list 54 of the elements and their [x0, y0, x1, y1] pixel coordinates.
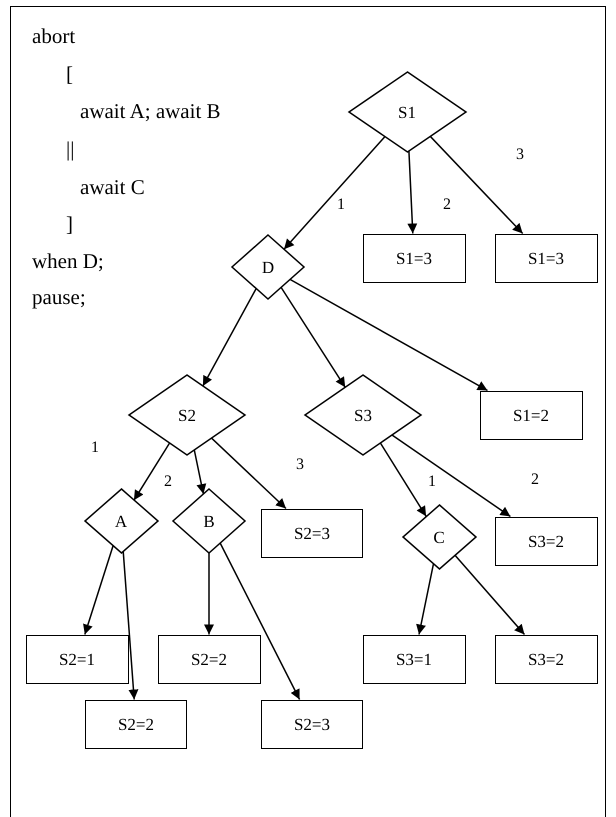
node-label: C: [433, 528, 445, 546]
node-label: S3=2: [528, 532, 564, 550]
state-box: [480, 390, 582, 440]
state-box: [261, 508, 363, 558]
code-line: ]: [66, 214, 73, 235]
arrow: [122, 551, 138, 700]
node-label: S2=2: [118, 716, 154, 732]
arrow: [454, 554, 526, 635]
code-line: pause;: [32, 287, 86, 308]
code-line: await A; await B: [80, 101, 221, 122]
arrow: [392, 434, 511, 518]
arrow: [407, 150, 418, 234]
arrow: [280, 287, 346, 388]
arrow: [202, 288, 257, 386]
state-box: [494, 634, 598, 684]
node-label: S2: [178, 406, 196, 424]
state-box: [261, 700, 363, 748]
node-label: S2=3: [294, 716, 330, 732]
node-label: S3=1: [396, 650, 432, 668]
code-line: [: [66, 64, 73, 85]
code-line: await C: [80, 177, 145, 198]
node-label: S2=2: [190, 650, 228, 668]
node-label: S2=3: [294, 524, 330, 542]
state-box: [362, 234, 466, 282]
node-label: B: [203, 512, 215, 530]
arrow: [194, 450, 206, 494]
code-line: abort: [32, 26, 76, 47]
state-box: [494, 516, 598, 566]
code-line: when D;: [32, 251, 104, 272]
node-label: S2=1: [58, 650, 96, 668]
node-label: S1=3: [396, 250, 432, 266]
code-line: ||: [66, 139, 74, 160]
arrow: [416, 564, 434, 635]
node-label: S1: [398, 104, 416, 120]
state-box: [85, 700, 187, 748]
arrow: [83, 546, 114, 635]
arrow: [380, 442, 427, 517]
node-label: S1=2: [512, 406, 550, 424]
arrow: [430, 136, 524, 234]
arrow: [220, 542, 300, 700]
node-label: S3=2: [528, 650, 564, 668]
arrow: [204, 553, 214, 634]
arrow: [210, 438, 287, 510]
arrow: [133, 442, 170, 501]
state-box: [158, 634, 260, 684]
state-box: [26, 634, 128, 684]
node-label: D: [262, 258, 274, 276]
node-label: A: [114, 512, 128, 530]
state-box: [362, 634, 466, 684]
node-label: S3: [354, 406, 372, 424]
arrow: [290, 278, 488, 392]
state-box: [494, 234, 598, 282]
node-label: S1=3: [528, 250, 564, 266]
arrow: [283, 136, 386, 250]
